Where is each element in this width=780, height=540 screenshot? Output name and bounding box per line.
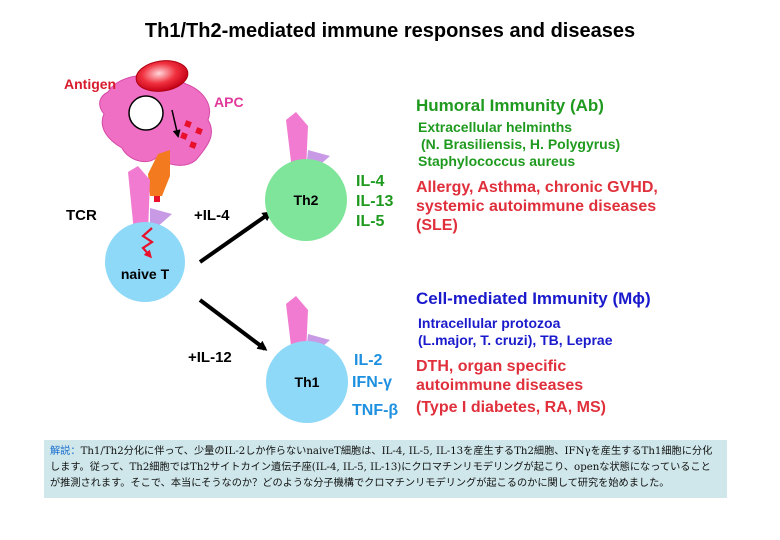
th2-disease-list: Allergy, Asthma, chronic GVHD, systemic … [416, 178, 658, 235]
th2-label: Th2 [293, 192, 319, 208]
th2-cytokine: IL-4 [356, 173, 385, 190]
antigen-fragment [189, 141, 197, 149]
antigen-label: Antigen [64, 76, 117, 92]
antigen-blob [135, 60, 189, 92]
th2-pathogen: Staphylococcus aureus [418, 153, 576, 169]
th2-disease: (SLE) [416, 217, 458, 234]
signal-arrow [141, 227, 154, 259]
th2-disease: Allergy, Asthma, chronic GVHD, [416, 179, 658, 196]
th2-tcr-receptor [286, 112, 308, 170]
note-text: Th1/Th2分化に伴って、少量のIL-2しか作らないnaiveT細胞は、IL-… [50, 446, 713, 489]
antigen-fragment [195, 127, 203, 135]
mhc-molecule [148, 150, 170, 196]
th1-disease: (Type I diabetes, RA, MS) [416, 399, 606, 416]
il12-label: +IL-12 [188, 349, 232, 366]
th1-cytokine: TNF-β [352, 402, 399, 419]
antigen-fragment [184, 120, 192, 128]
th2-pathogen-list: Extracellular helminths (N. Brasiliensis… [418, 119, 620, 170]
th1-disease-list: DTH, organ specific autoimmune diseases … [416, 357, 606, 417]
th1-tcr-receptor [286, 296, 308, 354]
th1-cell [266, 341, 348, 423]
arrow-to-th1 [198, 298, 268, 351]
th1-disease: DTH, organ specific [416, 358, 567, 375]
apc-label: APC [214, 94, 244, 110]
tcr-receptor [128, 166, 150, 232]
th2-pathogen: Extracellular helminths [418, 119, 573, 135]
naive-t-label: naive T [120, 266, 170, 282]
th1-label: Th1 [294, 374, 320, 390]
th2-cytokine: IL-13 [356, 193, 394, 210]
th1-cytokine: IFN-γ [352, 374, 392, 391]
th2-disease: systemic autoimmune diseases [416, 198, 657, 215]
apc-nucleus [128, 95, 164, 131]
th2-cytokine: IL-5 [356, 213, 385, 230]
note-prefix: 解説： [50, 446, 81, 457]
th1-cytokine: IL-2 [354, 352, 383, 369]
th2-pathogen: (N. Brasiliensis, H. Polygyrus) [421, 136, 621, 152]
explanation-note: 解説：Th1/Th2分化に伴って、少量のIL-2しか作らないnaiveT細胞は、… [44, 440, 727, 498]
naive-t-cell [105, 222, 185, 302]
th1-disease: autoimmune diseases [416, 377, 584, 394]
th1-pathogen: (L.major, T. cruzi), TB, Leprae [418, 332, 613, 348]
th1-pathogen-list: Intracellular protozoa (L.major, T. cruz… [418, 315, 612, 349]
il4-label: +IL-4 [194, 207, 230, 224]
humoral-immunity-title: Humoral Immunity (Ab) [416, 96, 604, 115]
th2-cytokine-list: IL-4 IL-13 IL-5 [356, 172, 393, 232]
page-title: Th1/Th2-mediated immune responses and di… [144, 20, 636, 42]
cell-mediated-immunity-title: Cell-mediated Immunity (Mϕ) [416, 289, 651, 308]
th1-cytokine-list: IL-2 IFN-γ TNF-β [352, 350, 398, 422]
arrow-to-th2 [198, 211, 273, 264]
th2-cell [265, 159, 347, 241]
peptide [154, 196, 160, 202]
tcr-label: TCR [66, 207, 97, 224]
antigen-fragment [180, 132, 188, 140]
th1-pathogen: Intracellular protozoa [418, 315, 561, 331]
cd-coreceptor [150, 208, 172, 228]
processing-arrow [171, 109, 181, 138]
